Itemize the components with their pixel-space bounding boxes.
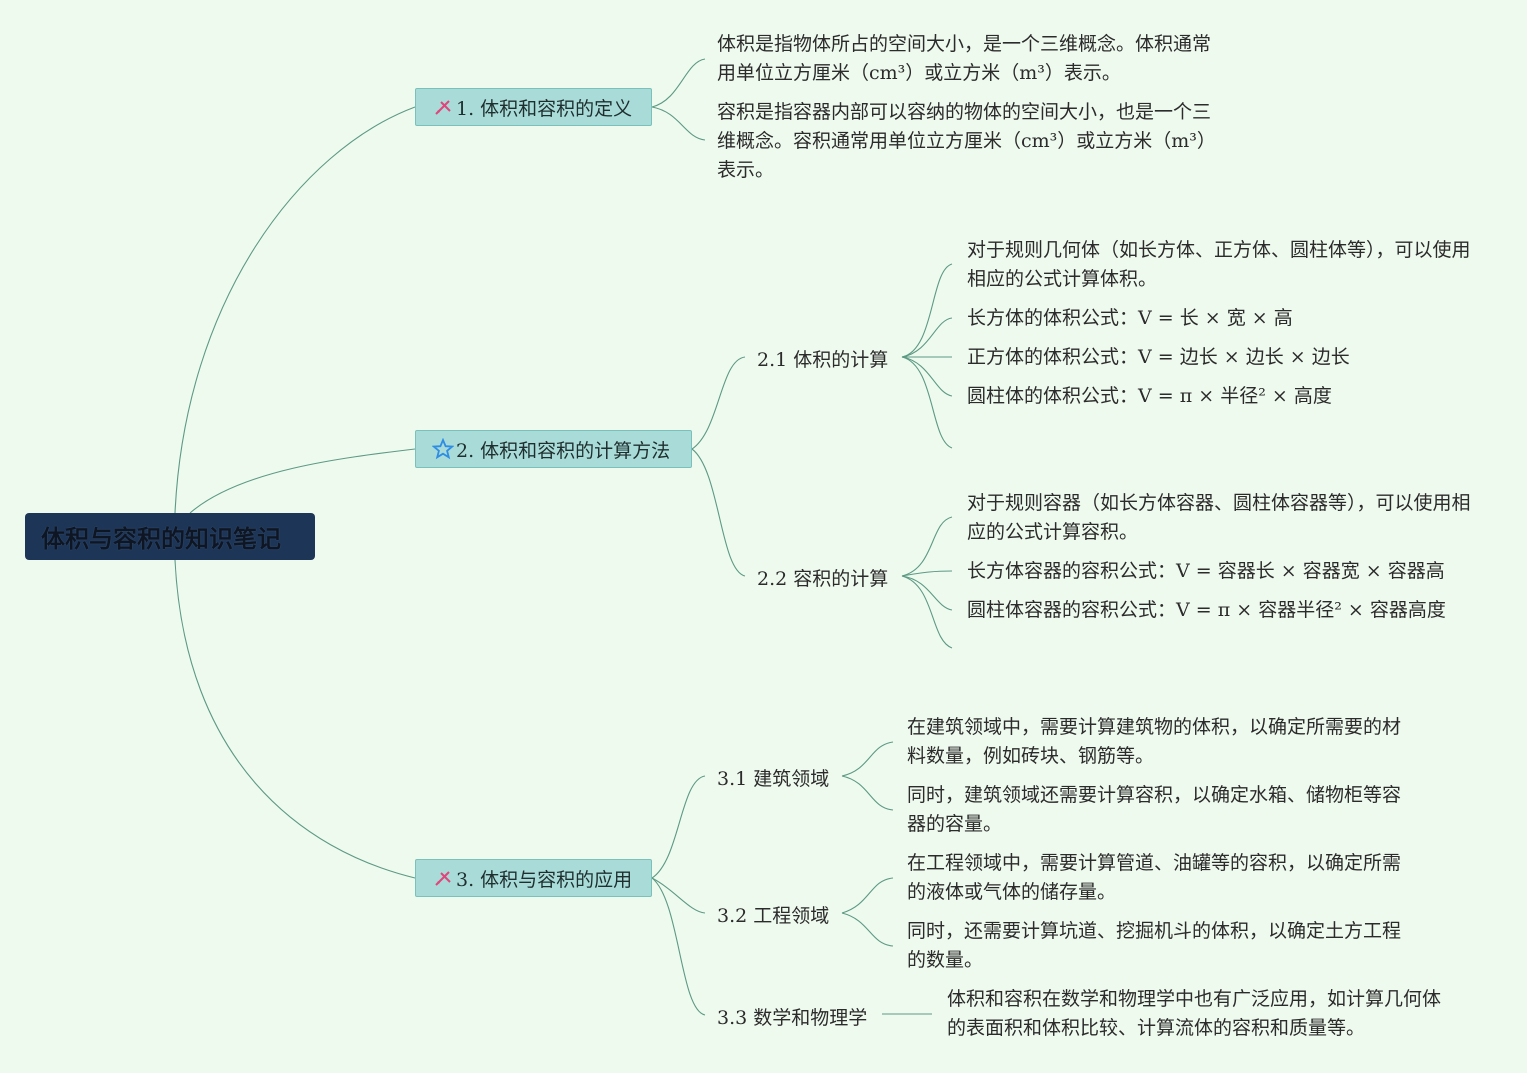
branch-applications[interactable]: 3. 体积与容积的应用 (415, 859, 652, 897)
leaf-cylinder-volume: 圆柱体的体积公式：V = π × 半径² × 高度 (967, 385, 1332, 407)
link-b2-s21 (691, 356, 746, 450)
leaf-cuboid-volume: 长方体的体积公式：V = 长 × 宽 × 高 (967, 307, 1293, 329)
link-s32-l2 (841, 912, 894, 947)
star-icon (432, 438, 454, 460)
pencil-ruler-icon (435, 100, 451, 115)
leaf-capacity-definition: 容积是指容器内部可以容纳的物体的空间大小，也是一个三维概念。容积通常用单位立方厘… (717, 101, 1216, 181)
root-title: 体积与容积的知识笔记 (41, 525, 281, 553)
link-root-b2 (189, 448, 416, 514)
link-s22-l1 (901, 516, 953, 577)
link-b3-s32 (651, 877, 706, 914)
leaf-cuboid-container-capacity: 长方体容器的容积公式：V = 容器长 × 容器宽 × 容器高 (967, 560, 1445, 582)
link-s22-l3 (901, 575, 953, 611)
link-s21-tail (901, 356, 953, 449)
branch-label: 1. 体积和容积的定义 (456, 97, 633, 120)
link-s22-tail (901, 575, 953, 649)
leaf-regular-solid-formula: 对于规则几何体（如长方体、正方体、圆柱体等），可以使用相应的公式计算体积。 (967, 239, 1471, 290)
leaf-engineering-capacity: 在工程领域中，需要计算管道、油罐等的容积，以确定所需的液体或气体的储存量。 (907, 852, 1402, 903)
sub-volume-calculation[interactable]: 2.1 体积的计算 (757, 349, 889, 371)
link-root-b1 (174, 106, 416, 514)
link-b1-l1 (651, 58, 706, 108)
pencil-ruler-icon (435, 871, 451, 886)
leaf-volume-definition: 体积是指物体所占的空间大小，是一个三维概念。体积通常用单位立方厘米（cm³）或立… (717, 33, 1212, 84)
link-b1-l2 (651, 106, 706, 141)
root-topic[interactable]: 体积与容积的知识笔记 (25, 513, 315, 560)
link-s22-l2 (901, 570, 953, 577)
leaf-architecture-capacity: 同时，建筑领域还需要计算容积，以确定水箱、储物柜等容器的容量。 (907, 784, 1402, 835)
link-s31-l1 (841, 741, 894, 777)
leaf-regular-container-formula: 对于规则容器（如长方体容器、圆柱体容器等），可以使用相应的公式计算容积。 (967, 492, 1471, 543)
leaf-cylinder-container-capacity: 圆柱体容器的容积公式：V = π × 容器半径² × 容器高度 (967, 599, 1446, 621)
sub-capacity-calculation[interactable]: 2.2 容积的计算 (757, 568, 889, 590)
link-b3-s31 (651, 775, 706, 879)
link-s32-l1 (841, 877, 894, 914)
link-b2-s22 (691, 448, 746, 577)
link-b3-s33 (651, 877, 706, 1016)
link-s21-l4 (901, 356, 953, 397)
link-root-b3 (174, 559, 416, 879)
link-s21-l2 (901, 317, 953, 358)
sub-architecture[interactable]: 3.1 建筑领域 (717, 768, 830, 790)
leaf-engineering-volume: 同时，还需要计算坑道、挖掘机斗的体积，以确定土方工程的数量。 (907, 920, 1402, 971)
branch-definition[interactable]: 1. 体积和容积的定义 (415, 88, 652, 126)
leaf-architecture-volume: 在建筑领域中，需要计算建筑物的体积，以确定所需要的材料数量，例如砖块、钢筋等。 (907, 716, 1402, 767)
leaf-cube-volume: 正方体的体积公式：V = 边长 × 边长 × 边长 (967, 346, 1350, 368)
sub-engineering[interactable]: 3.2 工程领域 (717, 905, 830, 927)
branch-calculation-methods[interactable]: 2. 体积和容积的计算方法 (415, 430, 692, 468)
link-s31-l2 (841, 775, 894, 811)
link-s21-l1 (901, 263, 953, 358)
branch-label: 2. 体积和容积的计算方法 (456, 439, 671, 462)
sub-math-physics[interactable]: 3.3 数学和物理学 (717, 1007, 868, 1029)
leaf-math-physics: 体积和容积在数学和物理学中也有广泛应用，如计算几何体的表面积和体积比较、计算流体… (947, 988, 1442, 1039)
branch-label: 3. 体积与容积的应用 (456, 868, 633, 891)
